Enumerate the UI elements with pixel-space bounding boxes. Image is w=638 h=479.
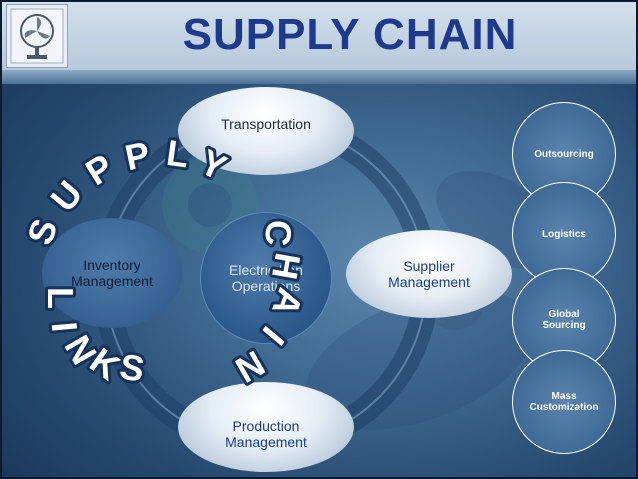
arc-letter-supply: Y bbox=[194, 141, 233, 188]
arc-letter-supply: P bbox=[121, 133, 153, 178]
cycle-node-inventory-management: Inventory Management bbox=[42, 218, 182, 328]
arc-letter-chain: H bbox=[264, 250, 309, 283]
word-chain: CHAIN bbox=[226, 215, 315, 394]
arc-letter-supply: P bbox=[78, 146, 120, 193]
cycle-center-label: Electric Fan Operations bbox=[229, 262, 303, 294]
arc-letter-chain: I bbox=[255, 319, 293, 353]
arc-letter-chain: A bbox=[264, 283, 311, 321]
cycle-node-label: Supplier Management bbox=[388, 258, 470, 290]
cycle-node-label: Transportation bbox=[221, 116, 311, 132]
electric-fan-icon bbox=[6, 4, 68, 68]
cycle-node-production-management: Production Management bbox=[178, 382, 354, 472]
arc-letter-supply: U bbox=[42, 173, 90, 219]
cycle-node-supplier-management: Supplier Management bbox=[346, 230, 512, 318]
cycle-node-transportation: Transportation bbox=[178, 87, 354, 175]
title-bar-strip bbox=[0, 70, 638, 84]
title-bar bbox=[0, 0, 638, 70]
side-item-label: Global Sourcing bbox=[542, 309, 586, 331]
slide-title: SUPPLY CHAIN bbox=[182, 10, 518, 59]
arc-letter-chain: C bbox=[257, 218, 300, 247]
side-item-label: Mass Customization bbox=[529, 391, 599, 413]
cycle-center-electric-fan-operations: Electric Fan Operations bbox=[200, 212, 332, 344]
side-item-label: Outsourcing bbox=[534, 148, 594, 160]
arc-letter-links: I bbox=[44, 320, 86, 334]
arc-letter-chain: N bbox=[229, 343, 272, 392]
side-item-label: Logistics bbox=[542, 228, 586, 240]
arc-letter-supply: S bbox=[19, 213, 66, 250]
arc-letter-supply: L bbox=[164, 132, 191, 176]
side-item-mass-customization: Mass Customization bbox=[512, 350, 616, 454]
cycle-node-label: Inventory Management bbox=[71, 257, 153, 289]
cycle-node-label: Production Management bbox=[225, 418, 307, 450]
arc-letter-links: L bbox=[40, 287, 81, 309]
